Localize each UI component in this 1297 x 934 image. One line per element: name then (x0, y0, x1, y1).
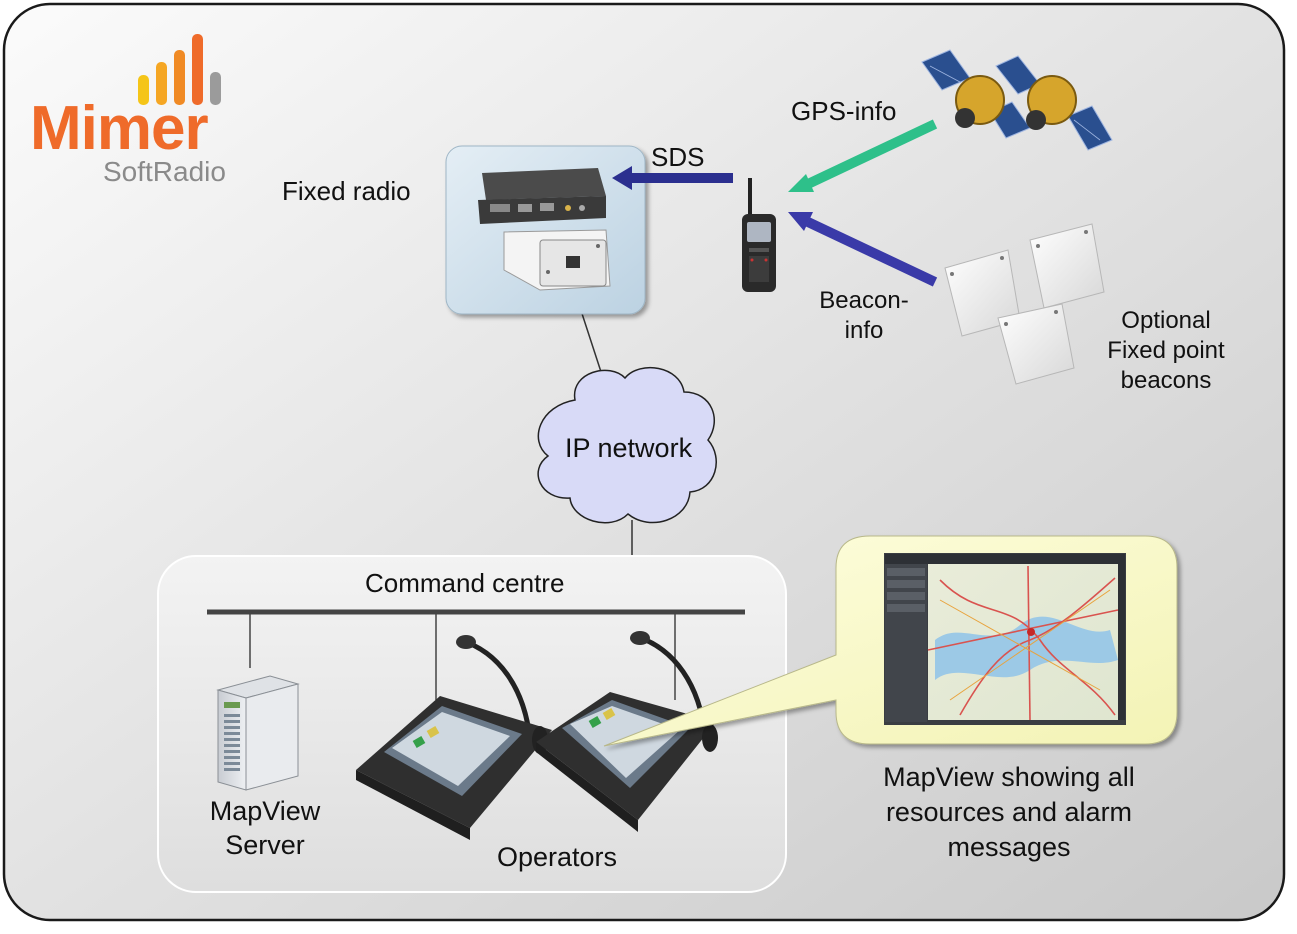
logo-bar-4 (192, 34, 203, 105)
beacon-box-3 (997, 303, 1075, 385)
operator-console-1 (356, 635, 552, 840)
mimer-logo-bars (138, 34, 221, 105)
logo-brand-text: Mimer (30, 94, 209, 163)
beacon-box-2 (1029, 223, 1105, 309)
mapview-caption-line-3: messages (947, 832, 1071, 862)
satellite-icon-2 (995, 55, 1113, 151)
logo-bar-5 (210, 72, 221, 105)
fixed-beacons-label: Optional Fixed point beacons (1090, 306, 1242, 396)
mapview-server-line-1: MapView (209, 796, 321, 826)
beacon-arrow (805, 217, 938, 287)
command-centre-label: Command centre (365, 568, 565, 598)
logo-bar-3 (174, 50, 185, 105)
fixed-beacons-line-1: Optional (1121, 307, 1211, 334)
fixed-radio-label: Fixed radio (282, 176, 411, 206)
gps-arrowhead (788, 174, 814, 192)
sds-label: SDS (651, 142, 705, 172)
mapview-caption-line-2: resources and alarm (885, 797, 1133, 827)
mapview-screenshot (884, 553, 1126, 725)
handheld-radio-icon (742, 178, 776, 292)
mapview-caption-line-1: MapView showing all (883, 762, 1135, 792)
beacon-info-line-2: info (844, 317, 884, 344)
mapview-server-line-2: Server (225, 830, 305, 860)
ip-network-cloud (537, 366, 717, 524)
fixed-radio-device (478, 168, 611, 291)
logo-bar-1 (138, 75, 149, 105)
logo-sub-text: SoftRadio (103, 156, 226, 187)
fixed-beacons-line-2: Fixed point (1107, 337, 1225, 364)
sds-arrowhead (612, 166, 632, 190)
mapview-caption: MapView showing all resources and alarm … (850, 760, 1168, 865)
satellite-icon-1 (921, 49, 1031, 139)
server-icon (216, 675, 300, 791)
logo-bar-2 (156, 62, 167, 105)
fixed-beacons-line-3: beacons (1120, 367, 1212, 394)
operators-label: Operators (497, 842, 618, 872)
beacon-info-label: Beacon- info (810, 286, 918, 346)
beacon-info-line-1: Beacon- (819, 287, 909, 314)
gps-arrow (805, 119, 938, 189)
beacon-arrowhead (788, 212, 813, 231)
mapview-server-label: MapView Server (195, 794, 335, 862)
ip-network-label: IP network (565, 433, 693, 463)
gps-info-label: GPS-info (791, 96, 897, 126)
